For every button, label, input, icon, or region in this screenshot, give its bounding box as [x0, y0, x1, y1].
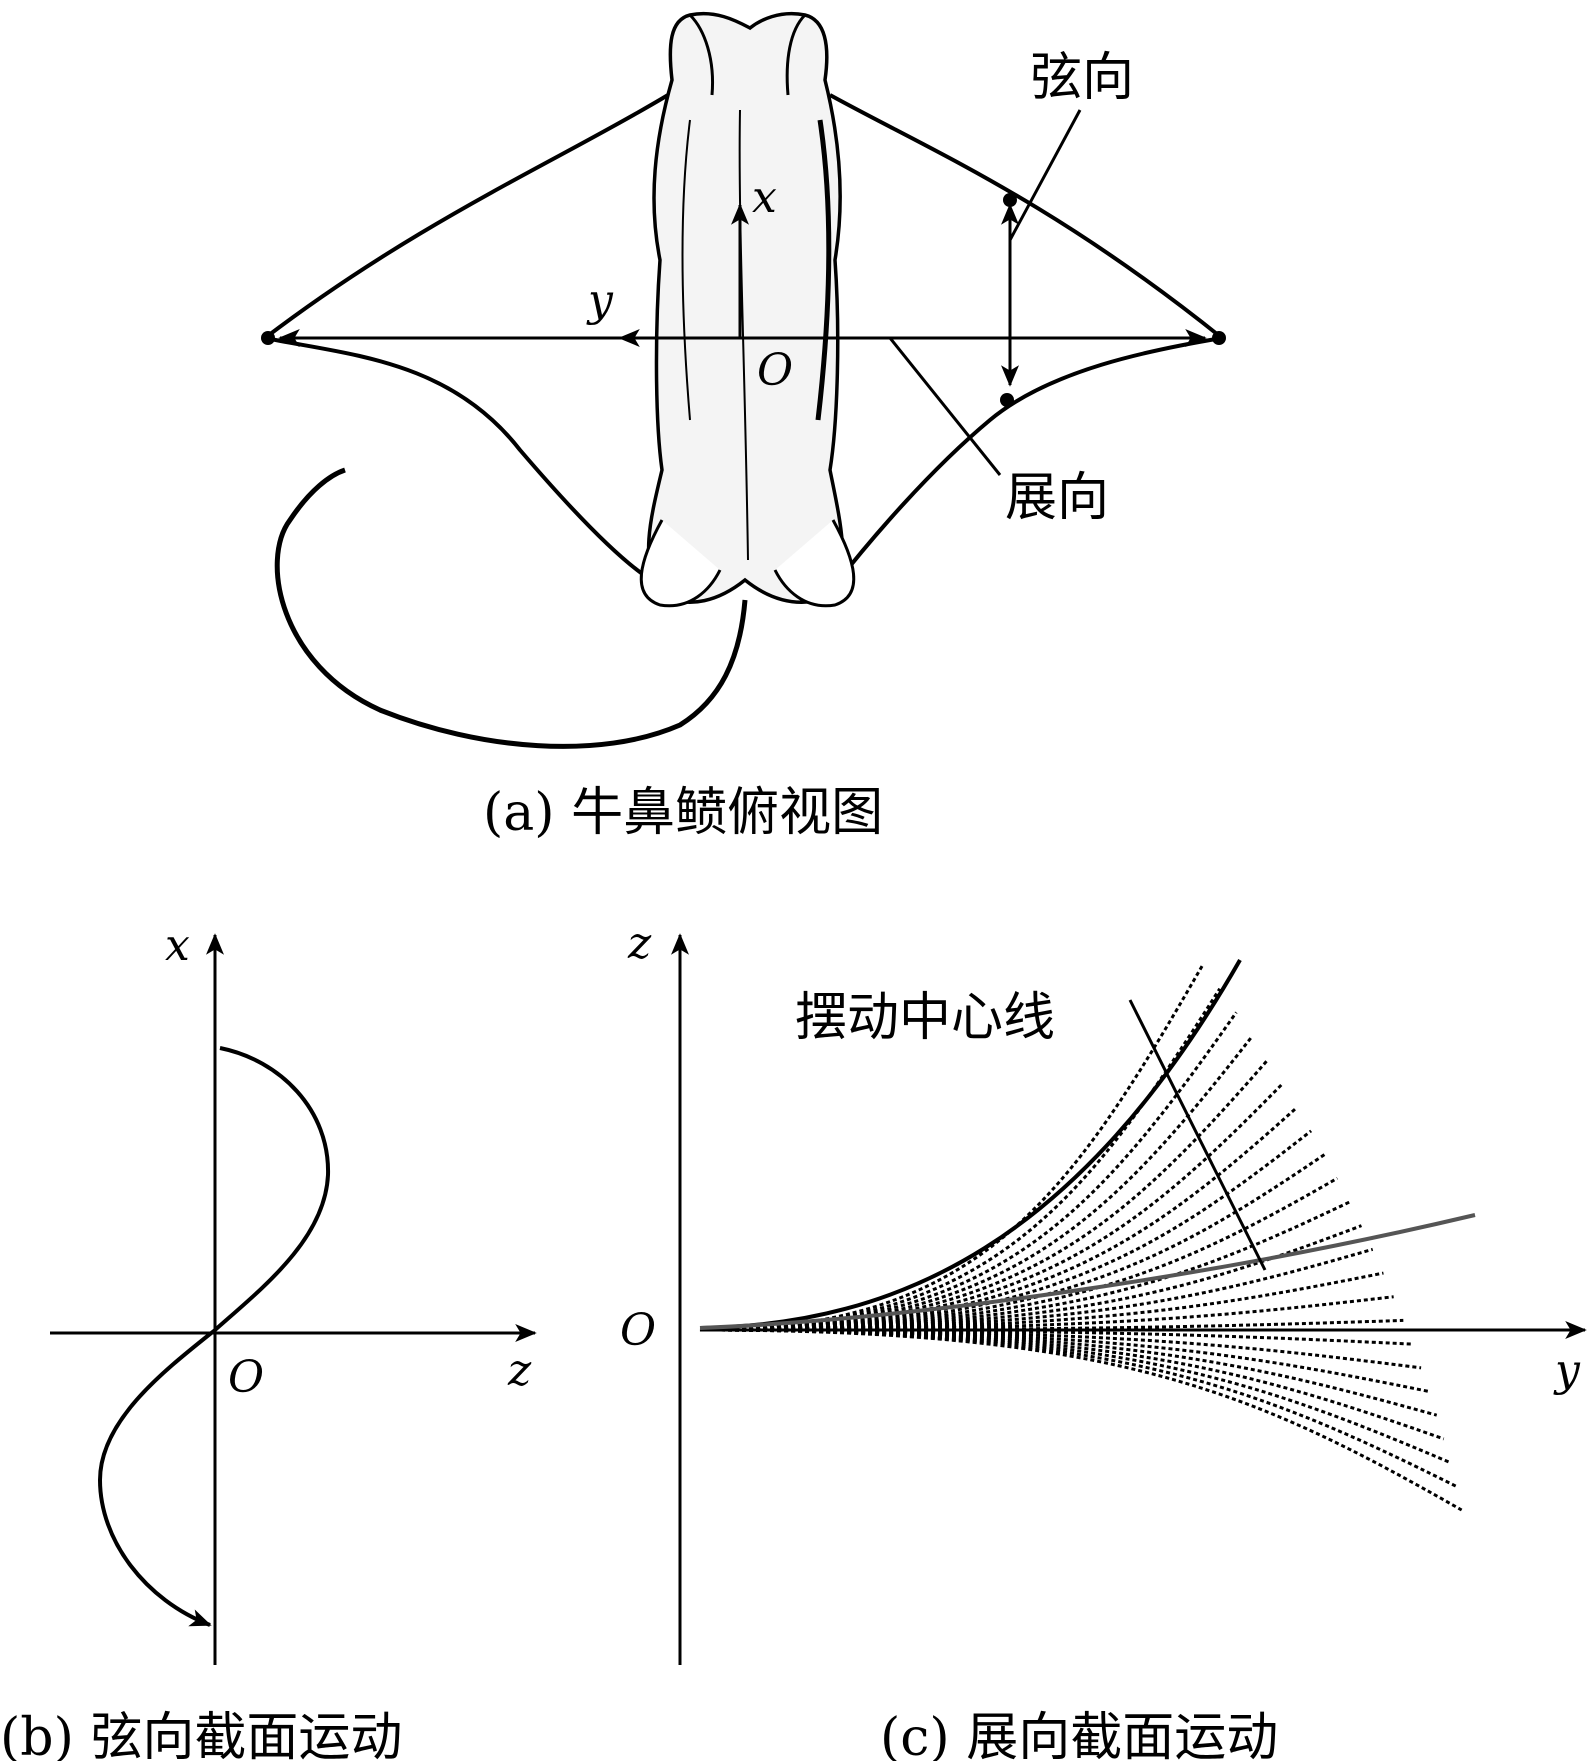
c-axis-y-label: y: [1553, 1345, 1581, 1396]
c-deflection-curve: [699, 1058, 1269, 1332]
a-axis-x-label: x: [752, 172, 777, 223]
c-deflection-curve: [699, 1011, 1238, 1332]
c-deflection-curve: [699, 1129, 1313, 1332]
c-origin-label: O: [620, 1305, 656, 1356]
panel-a: x y O 弦向 展向 (a) 牛鼻鲼俯视图: [261, 11, 1226, 843]
c-deflection-curve: [699, 1328, 1451, 1464]
a-axis-y-label: y: [586, 275, 614, 326]
panel-c: 摆动中心线 z y O (c) 展向截面运动: [620, 918, 1587, 1761]
left-pelvic-fin: [639, 519, 722, 608]
b-axis-x-label: x: [165, 920, 190, 971]
ray-left-wing-trailing-edge: [264, 336, 661, 587]
right-wingtip-dot: [1212, 331, 1226, 345]
c-deflection-curve: [699, 1328, 1422, 1370]
c-axis-z-label: z: [627, 918, 652, 969]
b-origin-label: O: [228, 1352, 264, 1403]
c-deflection-curve: [699, 1200, 1351, 1332]
panel-a-caption: (a) 牛鼻鲼俯视图: [483, 783, 883, 843]
c-centerline-label: 摆动中心线: [795, 988, 1055, 1048]
body-shading-center: [738, 109, 749, 561]
c-deflection-curve: [699, 1328, 1445, 1441]
ray-left-wing-leading-edge: [263, 93, 670, 340]
body-shading-right: [815, 119, 832, 421]
b-axis-z-label: z: [507, 1345, 532, 1396]
panel-c-caption: (c) 展向截面运动: [880, 1708, 1278, 1761]
c-swing-centerline: [699, 1213, 1476, 1330]
ray-right-wing-trailing-edge: [833, 336, 1223, 587]
chord-leader-line: [1008, 109, 1082, 241]
c-deflection-curve: [699, 1328, 1463, 1512]
c-deflection-curve: [699, 1271, 1384, 1332]
panel-b: x z O (b) 弦向截面运动: [0, 920, 537, 1761]
ray-right-wing-leading-edge: [829, 93, 1224, 340]
b-chord-wave: [97, 1046, 331, 1627]
c-deflection-curve: [699, 1328, 1413, 1346]
panel-b-caption: (b) 弦向截面运动: [0, 1708, 402, 1761]
right-cephalic-fin: [785, 13, 807, 96]
span-leader-line: [888, 337, 1002, 476]
chord-direction-label: 弦向: [1030, 48, 1134, 108]
a-origin-label: O: [757, 345, 793, 396]
chord-top-dot: [1003, 193, 1017, 207]
ray-tail: [274, 467, 748, 749]
c-deflection-curve: [699, 1106, 1299, 1332]
ray-body: [646, 11, 845, 604]
body-shading-left: [681, 119, 691, 421]
c-deflection-curve: [699, 1153, 1326, 1332]
c-deflection-curve: [699, 1035, 1254, 1332]
c-deflection-curve: [699, 1328, 1438, 1417]
left-wingtip-dot: [261, 331, 275, 345]
left-cephalic-fin: [688, 13, 715, 96]
c-deflection-curve: [699, 1328, 1457, 1488]
span-direction-label: 展向: [1005, 468, 1109, 528]
chord-bottom-dot: [1000, 393, 1014, 407]
c-centerline-leader: [1128, 999, 1267, 1271]
right-pelvic-fin: [773, 519, 856, 608]
